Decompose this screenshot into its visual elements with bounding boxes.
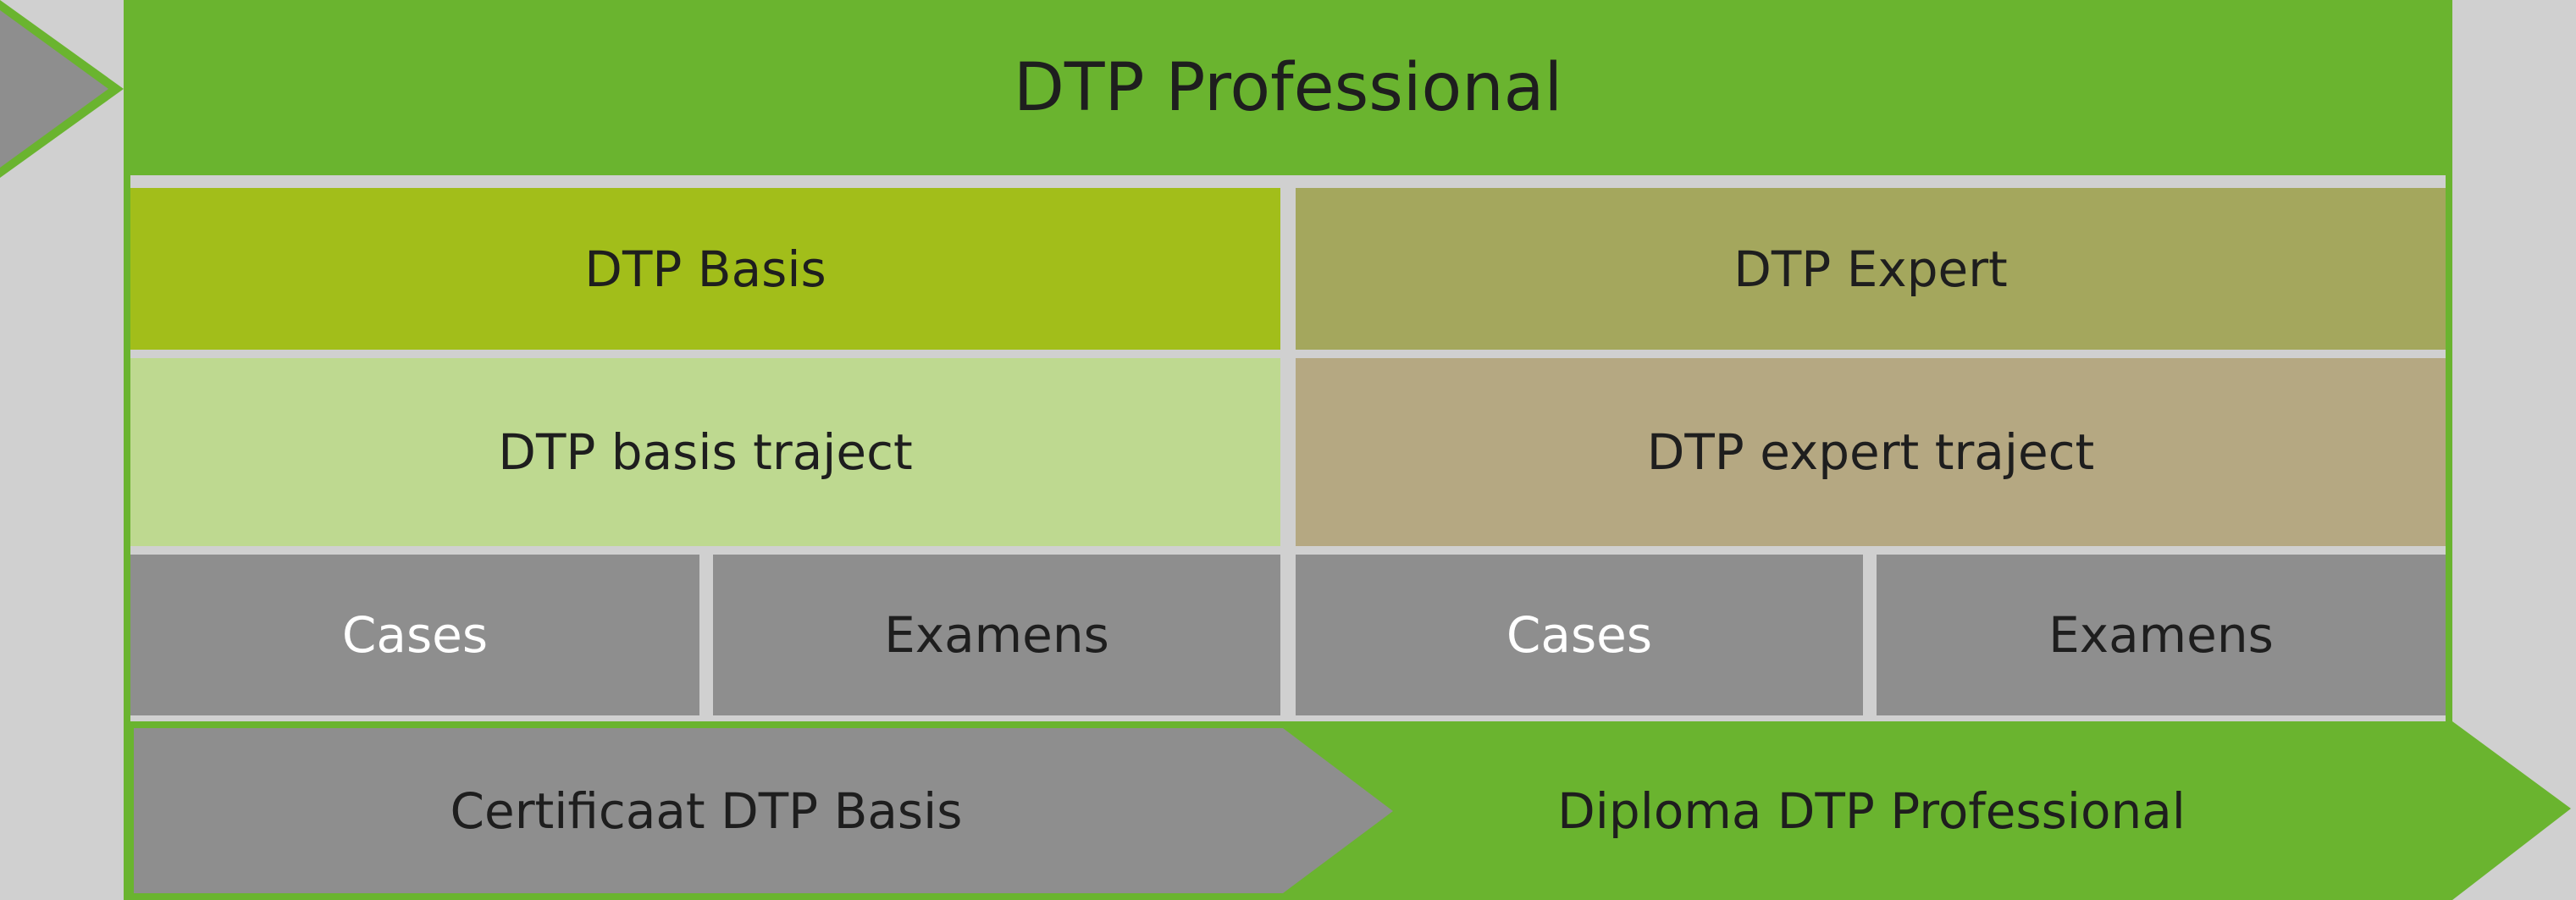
diploma-label: Diploma DTP Professional: [1557, 781, 2186, 840]
basis-traject: DTP basis traject: [130, 358, 1280, 546]
expert-cases: Cases: [1296, 555, 1863, 715]
outcome-arrows: [134, 721, 2571, 900]
expert-examens: Examens: [1877, 555, 2446, 715]
expert-traject: DTP expert traject: [1296, 358, 2446, 546]
left-arrow-icon: [0, 0, 124, 178]
basis-examens: Examens: [713, 555, 1280, 715]
basis-cases: Cases: [130, 555, 699, 715]
basis-header: DTP Basis: [130, 188, 1280, 350]
program-title: DTP Professional: [1013, 49, 1563, 126]
expert-header: DTP Expert: [1296, 188, 2446, 350]
diploma-arrow: [1283, 721, 2571, 900]
certificate-label: Certificaat DTP Basis: [450, 781, 963, 840]
certificate-arrow: [134, 728, 1393, 893]
